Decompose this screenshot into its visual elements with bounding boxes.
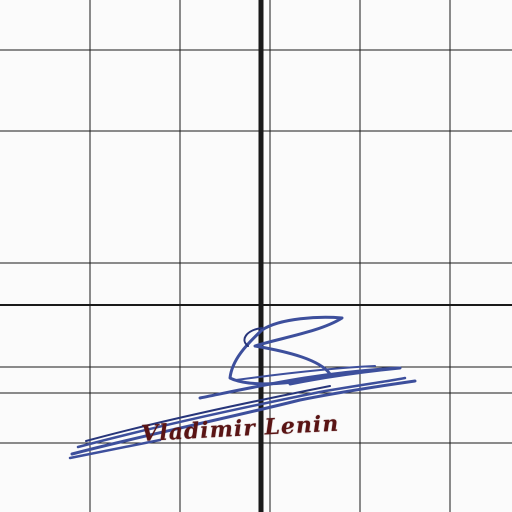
handwritten-signature	[68, 315, 417, 460]
